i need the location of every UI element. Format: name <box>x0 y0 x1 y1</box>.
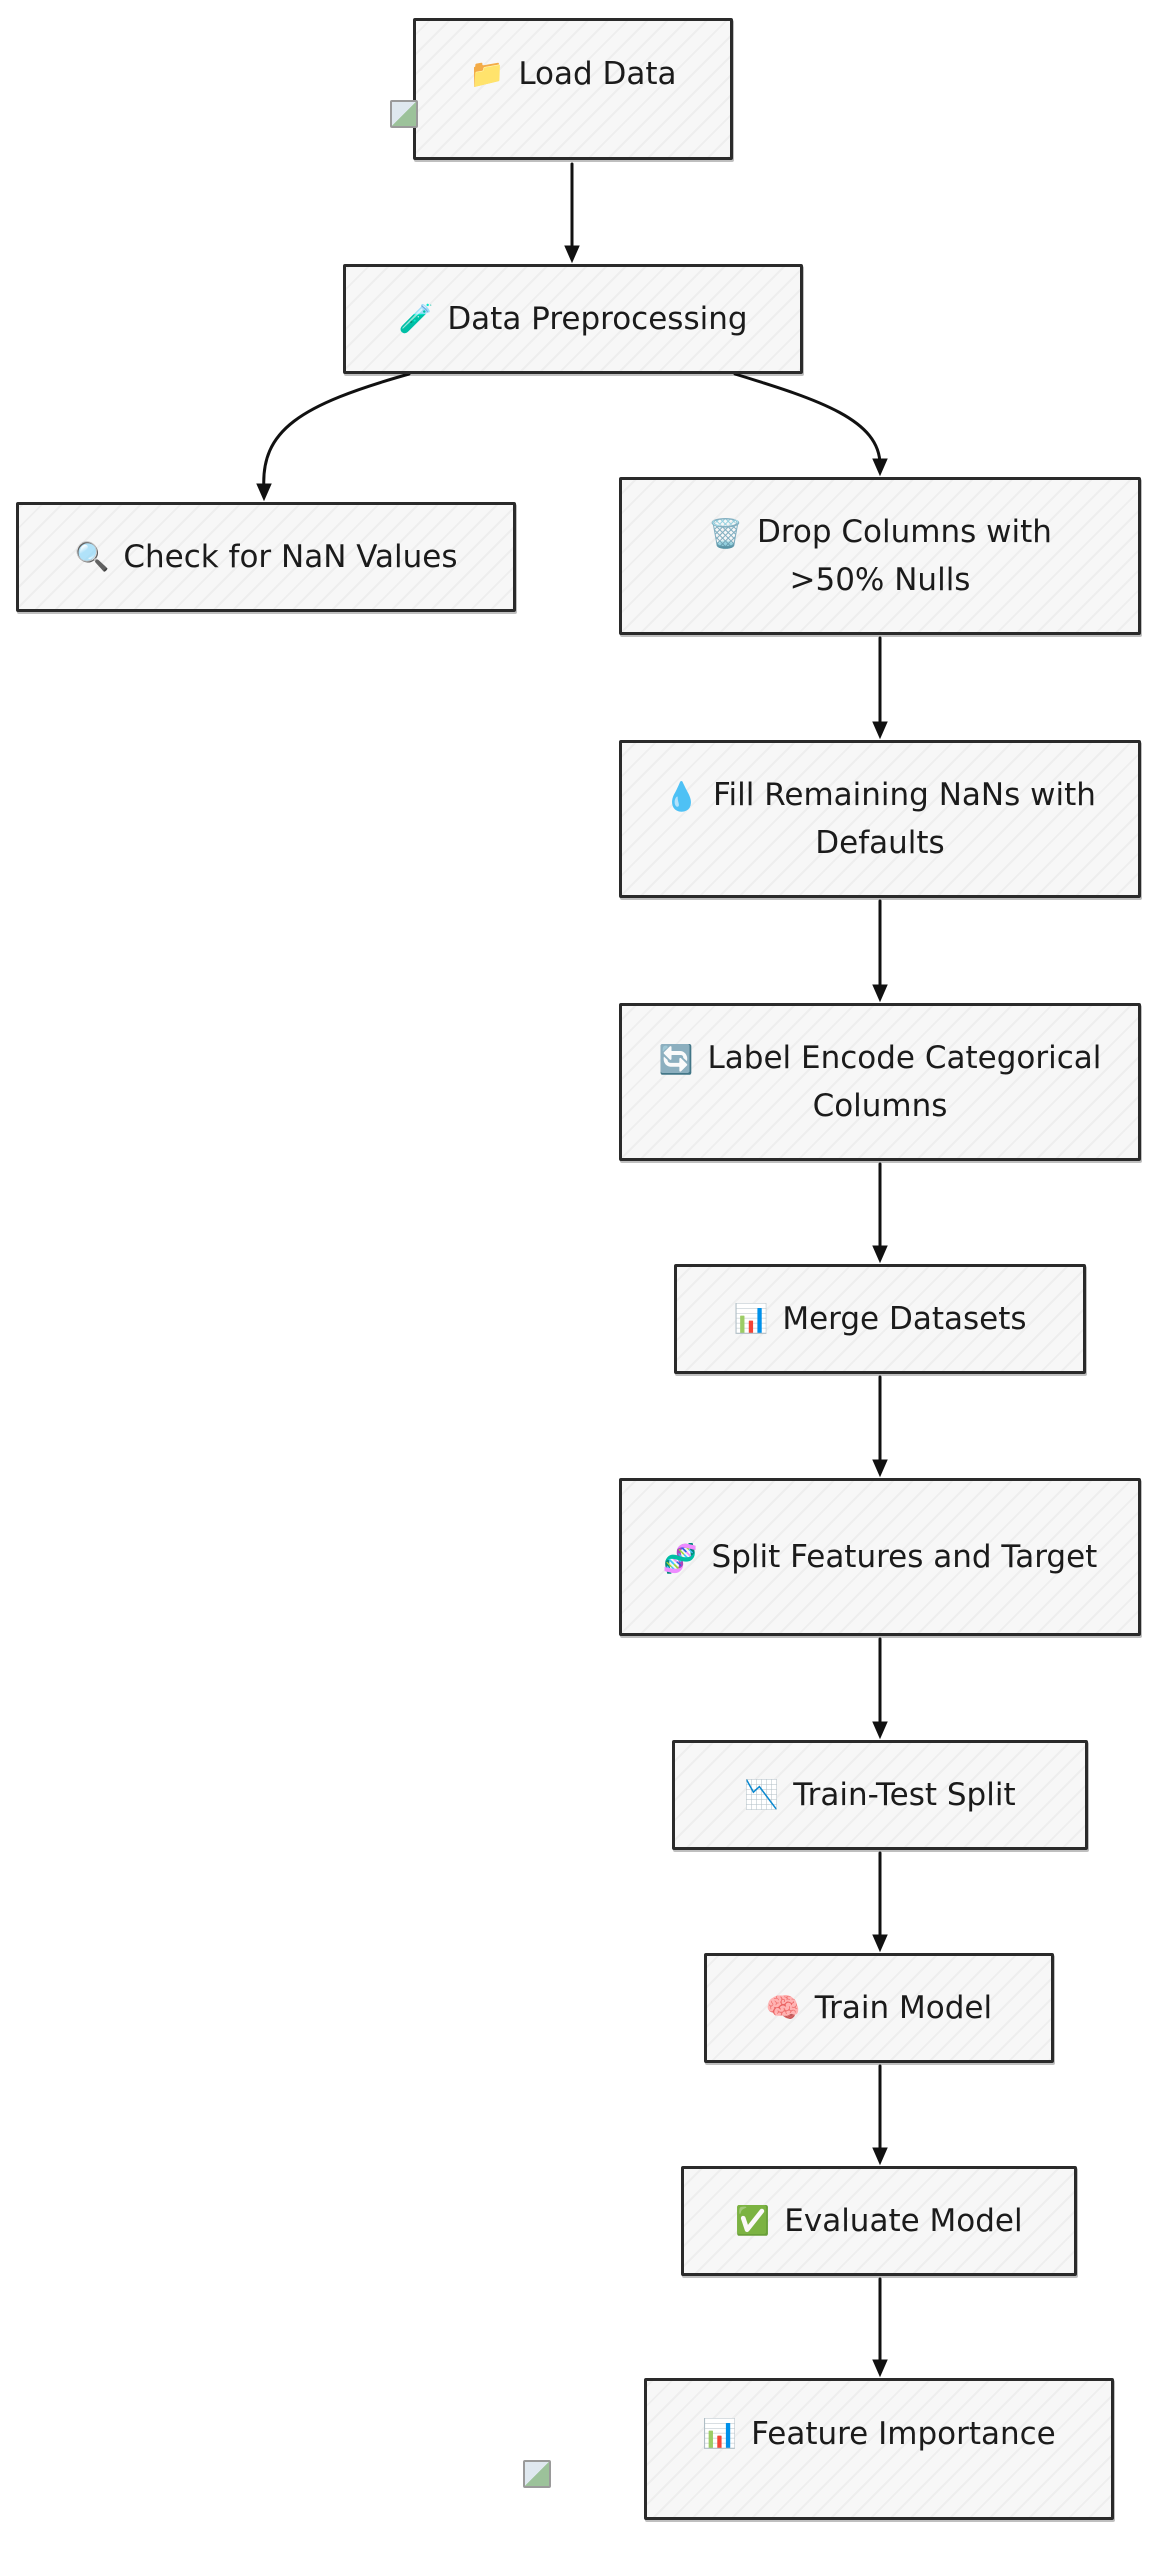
node-feature-importance: 📊 Feature Importance <box>523 2378 1114 2520</box>
broken-image-icon <box>390 100 418 128</box>
node-label: Load Data <box>518 56 677 92</box>
arrowhead-icon <box>872 2147 888 2166</box>
node-label: Evaluate Model <box>784 2203 1023 2239</box>
arrowhead-icon <box>872 1459 888 1478</box>
arrows-cycle-icon: 🔄 <box>658 1042 694 1076</box>
node-label: Split Features and Target <box>711 1539 1098 1575</box>
node-label: Drop Columns with >50% Nulls <box>756 514 1052 598</box>
arrowhead-icon <box>872 1245 888 1264</box>
node-label: Fill Remaining NaNs with Defaults <box>712 777 1096 861</box>
wastebasket-icon: 🗑️ <box>708 516 743 550</box>
magnifier-icon: 🔍 <box>74 540 110 573</box>
node-split-features: 🧬 Split Features and Target <box>619 1478 1141 1636</box>
arrowhead-icon <box>256 483 272 502</box>
node-label: Train-Test Split <box>793 1777 1016 1813</box>
node-check-nan: 🔍 Check for NaN Values <box>16 502 516 612</box>
broken-image-icon <box>523 2460 551 2488</box>
check-mark-button-icon: ✅ <box>735 2204 771 2237</box>
node-merge-datasets: 📊 Merge Datasets <box>674 1264 1086 1374</box>
arrowhead-icon <box>872 1934 888 1953</box>
node-label: Check for NaN Values <box>123 539 458 575</box>
node-label: Label Encode Categorical Columns <box>707 1040 1102 1124</box>
arrowhead-icon <box>872 721 888 740</box>
node-label: Data Preprocessing <box>447 301 748 337</box>
arrowhead-icon <box>872 984 888 1003</box>
arrowhead-icon <box>564 245 580 264</box>
test-tube-icon: 🧪 <box>398 302 434 335</box>
node-label-encode: 🔄 Label Encode Categorical Columns <box>619 1003 1141 1161</box>
node-evaluate-model: ✅ Evaluate Model <box>681 2166 1077 2276</box>
edge-preprocessing-to-drop-columns <box>733 372 882 467</box>
chart-decreasing-icon: 📉 <box>744 1778 780 1811</box>
arrowhead-icon <box>872 458 888 477</box>
droplet-icon: 💧 <box>664 779 699 813</box>
node-drop-columns: 🗑️ Drop Columns with >50% Nulls <box>619 477 1141 635</box>
folder-icon: 📁 <box>469 57 505 90</box>
dna-icon: 🧬 <box>662 1541 698 1575</box>
edge-preprocessing-to-check-nan <box>262 372 411 492</box>
bar-chart-icon: 📊 <box>702 2417 738 2450</box>
node-load-data: 📁 Load Data <box>390 18 733 160</box>
node-train-model: 🧠 Train Model <box>704 1953 1054 2063</box>
node-fill-nans: 💧 Fill Remaining NaNs with Defaults <box>619 740 1141 898</box>
node-data-preprocessing: 🧪 Data Preprocessing <box>343 264 803 374</box>
brain-icon: 🧠 <box>765 1991 801 2024</box>
node-label: Train Model <box>814 1990 993 2026</box>
node-train-test-split: 📉 Train-Test Split <box>672 1740 1088 1850</box>
bar-chart-icon: 📊 <box>733 1302 769 1335</box>
arrowhead-icon <box>872 2359 888 2378</box>
node-label: Feature Importance <box>751 2416 1056 2452</box>
arrowhead-icon <box>872 1721 888 1740</box>
node-label: Merge Datasets <box>782 1301 1027 1337</box>
